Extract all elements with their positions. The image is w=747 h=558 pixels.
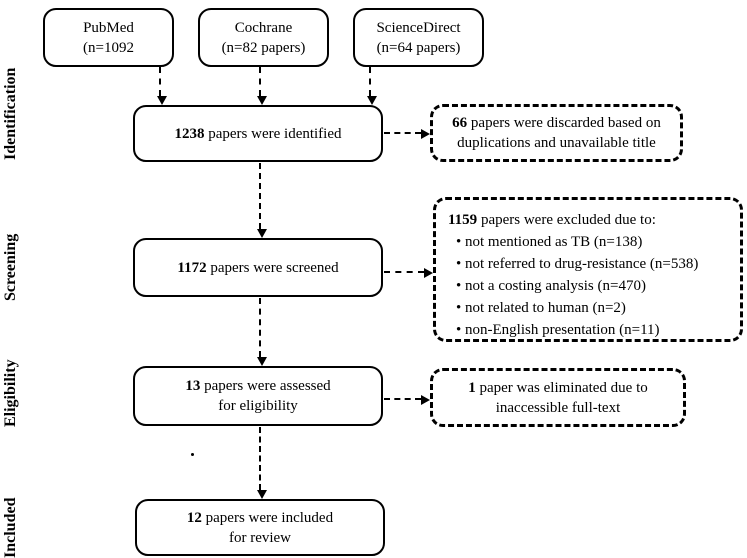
arrow-down-cochrane (257, 67, 267, 105)
excluded-count: 1159 (448, 212, 478, 228)
box-text-line2: for review (228, 529, 292, 546)
source-count: (n=64 papers) (376, 39, 461, 56)
screened-box: 1172 papers were screened (133, 238, 383, 297)
excluded-reason-item: not a costing analysis (n=470) (456, 275, 698, 297)
source-name: Cochrane (234, 19, 293, 36)
arrowhead-down-icon (257, 490, 267, 499)
arrow-right-discarded (384, 129, 430, 139)
included-text: papers were included (205, 509, 334, 526)
identified-text: papers were identified (208, 125, 342, 142)
excluded-reason-item: not mentioned as TB (n=138) (456, 231, 698, 253)
discarded-count: 66 (452, 115, 468, 131)
excluded-reason-list: not mentioned as TB (n=138) not referred… (448, 231, 698, 341)
stage-label-identification: Identification (2, 67, 19, 160)
source-name: ScienceDirect (376, 19, 461, 36)
arrow-down-screened-assessed (257, 298, 267, 366)
arrowhead-down-icon (257, 357, 267, 366)
box-text: 1238 papers were identified (174, 124, 341, 144)
excluded-reason-item: not related to human (n=2) (456, 297, 698, 319)
arrowhead-down-icon (367, 96, 377, 105)
screened-count: 1172 (177, 259, 207, 276)
source-box-pubmed: PubMed (n=1092 (43, 8, 174, 67)
eliminated-text: paper was eliminated due to inaccessible… (479, 379, 648, 416)
arrowhead-down-icon (157, 96, 167, 105)
arrowhead-down-icon (257, 96, 267, 105)
source-count: (n=1092 (83, 39, 134, 56)
source-count: (n=82 papers) (221, 39, 306, 56)
arrow-right-eliminated (384, 395, 430, 405)
identified-box: 1238 papers were identified (133, 105, 383, 162)
arrow-down-assessed-included (257, 427, 267, 499)
source-name: PubMed (83, 19, 134, 36)
arrowhead-down-icon (257, 229, 267, 238)
box-text: 13 papers were assessed (185, 376, 330, 396)
arrowhead-right-icon (421, 395, 430, 405)
box-text-line2: for eligibility (218, 398, 298, 414)
box-text: 1172 papers were screened (177, 258, 338, 278)
excluded-reason-item: not referred to drug-resistance (n=538) (456, 253, 698, 275)
box-text: 1 paper was eliminated due to inaccessib… (441, 378, 675, 418)
stage-label-included: Included (2, 497, 19, 558)
eliminated-count: 1 (468, 379, 476, 396)
screened-text: papers were screened (210, 259, 339, 276)
arrow-down-pubmed (157, 67, 167, 105)
included-box: 12 papers were included for review (135, 499, 385, 556)
included-count: 12 (186, 509, 202, 526)
arrow-down-identified-screened (257, 163, 267, 238)
assessed-text: papers were assessed (204, 378, 331, 394)
arrow-down-sciencedirect (367, 67, 377, 105)
excluded-reason-item: non-English presentation (n=11) (456, 319, 698, 341)
excluded-text: papers were excluded due to: (480, 212, 656, 228)
box-text: 12 papers were included (187, 508, 333, 528)
arrowhead-right-icon (424, 268, 433, 278)
arrowhead-right-icon (421, 129, 430, 139)
assessed-count: 13 (185, 378, 201, 394)
assessed-box: 13 papers were assessed for eligibility (133, 366, 383, 426)
box-text: 66 papers were discarded based on duplic… (441, 113, 672, 153)
discarded-note-box: 66 papers were discarded based on duplic… (430, 104, 683, 162)
source-box-sciencedirect: ScienceDirect (n=64 papers) (353, 8, 484, 67)
excluded-title: 1159 papers were excluded due to: (448, 209, 656, 231)
stray-dot (191, 453, 194, 456)
excluded-note-box: 1159 papers were excluded due to: not me… (433, 197, 743, 342)
stage-label-eligibility: Eligibility (2, 359, 19, 427)
discarded-text: papers were discarded based on duplicati… (457, 115, 661, 151)
source-box-cochrane: Cochrane (n=82 papers) (198, 8, 329, 67)
stage-label-screening: Screening (2, 233, 19, 301)
eliminated-note-box: 1 paper was eliminated due to inaccessib… (430, 368, 686, 427)
arrow-right-excluded (384, 268, 433, 278)
identified-count: 1238 (174, 125, 205, 142)
